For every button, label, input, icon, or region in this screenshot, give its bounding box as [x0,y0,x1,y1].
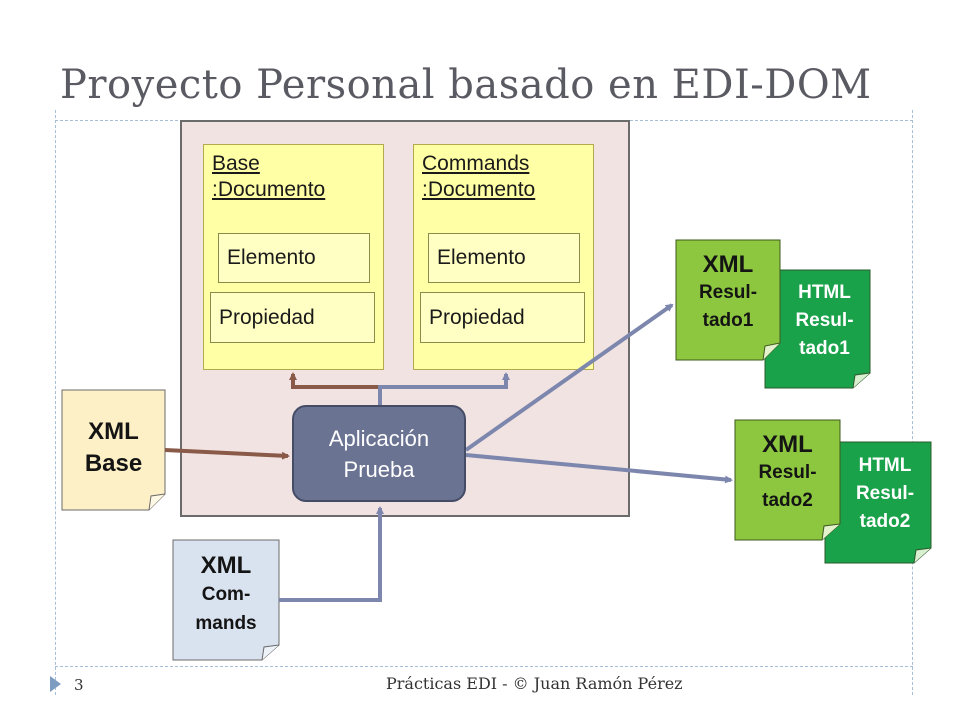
xml-result2-label-2: Resul- [758,462,817,483]
commands-document-title: Commands :Documento [422,151,535,203]
application-node: Aplicación Prueba [292,405,466,502]
html-result2-label-3: tado2 [859,511,911,532]
xml-commands-label-3: mands [195,612,257,634]
xml-base-file: XML Base [62,400,165,495]
xml-commands-file: XML Com- mands [173,542,279,646]
footer-credit: Prácticas EDI - © Juan Ramón Pérez [386,674,683,693]
commands-document-type: :Documento [422,178,536,201]
xml-result2-label-1: XML [762,431,813,458]
html-result1-label-1: HTML [798,282,851,303]
page-number: 3 [74,676,84,694]
xml-result1-label-3: tado1 [702,310,754,331]
slide-title: Proyecto Personal basado en EDI-DOM [60,62,872,108]
xml-result1-file: XML Resul- tado1 [676,243,780,343]
footer-separator [55,666,913,667]
arrow-app-to-commands-document [378,372,510,405]
arrow-app-to-base-document [289,372,380,389]
xml-result2-label-3: tado2 [762,490,813,511]
arrow-xml-commands-to-app [279,506,384,602]
application-name: Aplicación [328,425,430,451]
base-property-box: Propiedad [210,292,375,343]
footer-bullet-icon [50,676,61,692]
arrow-app-to-xml-result1 [464,303,674,452]
xml-base-label-2: Base [84,449,143,477]
arrow-xml-base-to-app [164,448,290,460]
arrow-app-to-xml-result2 [465,453,733,484]
html-result2-file: HTML Resul- tado2 [842,444,928,544]
xml-commands-label-2: Com- [201,583,251,605]
right-guide [912,110,913,695]
base-document-type: :Documento [212,178,326,201]
commands-property-box: Propiedad [420,292,585,343]
xml-result1-label-1: XML [702,251,754,278]
base-document-title: Base :Documento [212,151,325,203]
html-result1-file: HTML Resul- tado1 [782,272,867,370]
html-result2-label-1: HTML [858,455,912,476]
xml-base-label-1: XML [88,417,139,445]
html-result2-label-2: Resul- [855,483,915,504]
xml-result1-label-2: Resul- [698,282,758,303]
base-document-name: Base [212,152,260,175]
commands-document-name: Commands [422,152,530,175]
commands-element-box: Elemento [428,233,580,283]
html-result1-label-2: Resul- [795,310,854,331]
base-element-box: Elemento [218,233,370,283]
xml-result2-file: XML Resul- tado2 [735,423,840,523]
xml-commands-label-1: XML [200,551,252,579]
html-result1-label-3: tado1 [799,338,850,359]
application-subname: Prueba [343,456,415,482]
left-guide [55,110,56,695]
